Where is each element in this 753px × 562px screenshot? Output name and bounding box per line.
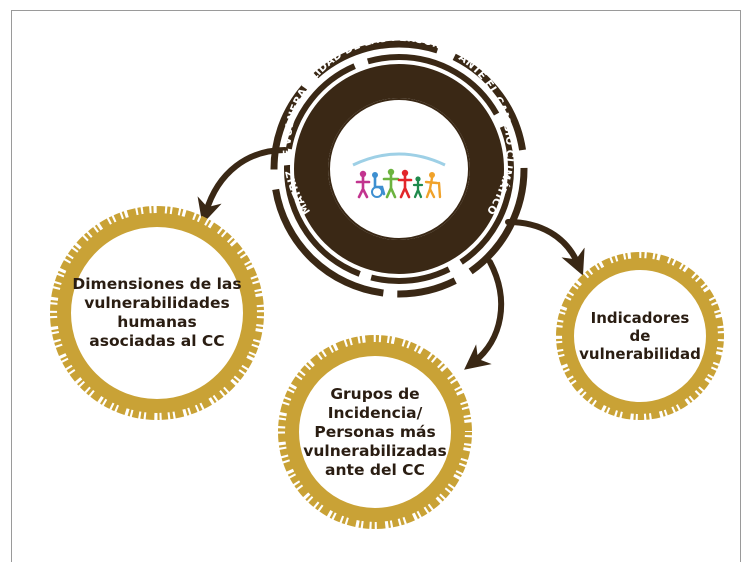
arrow-to-indicadores <box>505 219 585 276</box>
node-grupos-circle <box>278 335 472 529</box>
node-dimensiones-circle <box>50 206 264 420</box>
node-grupos-label: Grupos de Incidencia/ Personas más vulne… <box>303 385 447 479</box>
people-with-disability-logo-icon <box>352 152 446 199</box>
page-frame <box>11 10 741 562</box>
arrow-to-grupos <box>464 259 505 370</box>
node-indicadores-circle <box>556 252 724 420</box>
diagram-canvas: MATRIZ DE VULNERABILIDAD DE LAS PERSONAS… <box>11 10 741 562</box>
node-dimensiones-label: Dimensiones de las vulnerabilidades huma… <box>72 275 242 350</box>
node-circles <box>50 206 724 529</box>
center-emblem: MATRIZ DE VULNERABILIDAD DE LAS PERSONAS… <box>270 32 528 298</box>
node-indicadores-label: Indicadores de vulnerabilidad <box>579 308 701 364</box>
diagram-svg: MATRIZ DE VULNERABILIDAD DE LAS PERSONAS… <box>50 32 724 529</box>
